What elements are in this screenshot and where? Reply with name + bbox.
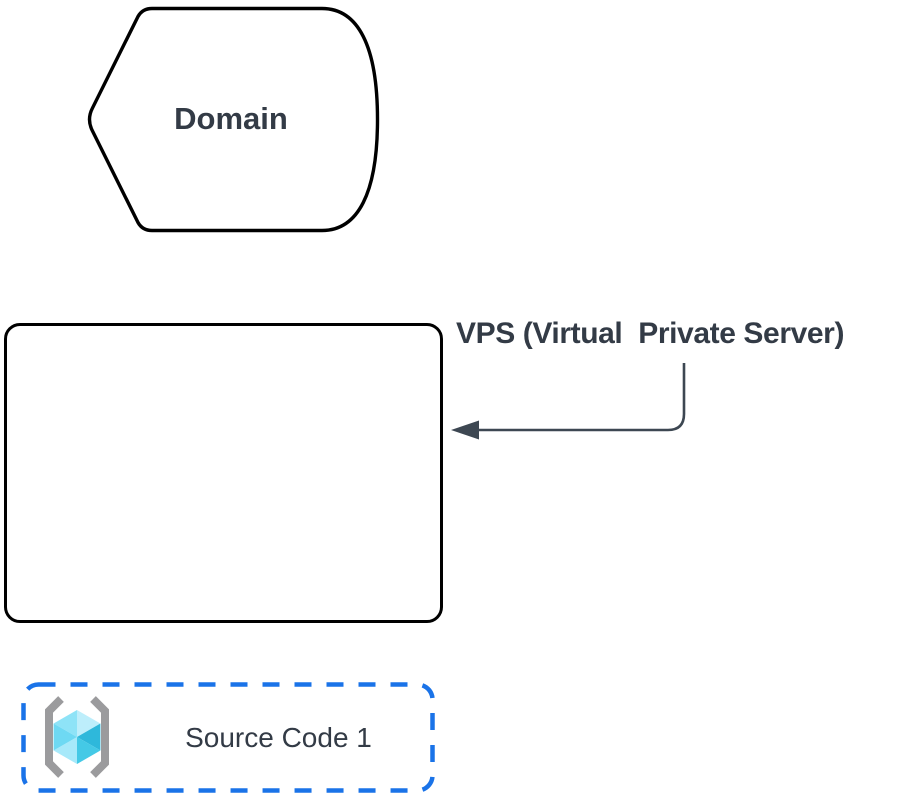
source-code-label: Source Code 1	[185, 721, 372, 753]
source-code-dashed-border	[21, 682, 435, 793]
isometric-cube-icon	[53, 709, 101, 764]
vps-edge-label: VPS (Virtual Private Server)	[456, 317, 845, 350]
domain-odd-shape-outline	[87, 6, 380, 233]
arrowhead-icon	[451, 420, 479, 440]
domain-node-label: Domain	[174, 101, 288, 136]
vps-node-box	[4, 323, 443, 623]
domain-node-shape	[87, 6, 380, 233]
edge-connector-line	[478, 363, 686, 432]
cube-in-brackets-icon	[45, 695, 109, 778]
left-bracket-icon	[45, 695, 64, 778]
right-bracket-icon	[90, 695, 109, 778]
source-code-content: Source Code 1	[21, 682, 435, 793]
arrow-to-vps	[451, 363, 686, 440]
source-code-node: Source Code 1	[21, 682, 435, 793]
